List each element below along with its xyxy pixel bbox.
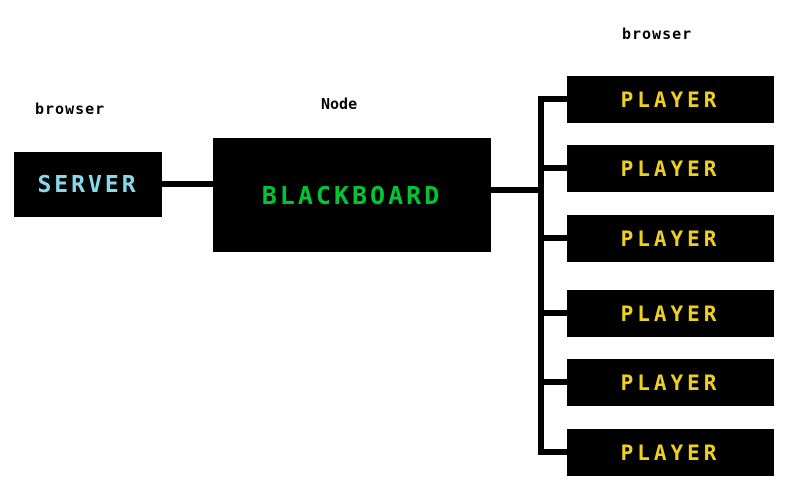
player-node-text-1: PLAYER — [620, 87, 721, 112]
connector-blackboard-trunk — [491, 187, 544, 193]
player-node-text-2: PLAYER — [620, 156, 721, 181]
server-browser-label: browser — [35, 100, 106, 118]
connector-stub-player-2 — [538, 165, 567, 171]
players-browser-label: browser — [622, 25, 693, 43]
player-node-text-3: PLAYER — [620, 226, 721, 251]
player-node-box-2: PLAYER — [567, 145, 774, 192]
connector-trunk-vertical — [538, 96, 544, 455]
server-node-text: SERVER — [37, 171, 139, 198]
player-node-box-1: PLAYER — [567, 76, 774, 123]
player-node-box-4: PLAYER — [567, 290, 774, 337]
player-node-box-6: PLAYER — [567, 429, 774, 476]
connector-stub-player-1 — [538, 96, 567, 102]
player-node-text-5: PLAYER — [620, 370, 721, 395]
blackboard-node-box: BLACKBOARD — [213, 138, 491, 252]
player-node-box-3: PLAYER — [567, 215, 774, 262]
player-node-box-5: PLAYER — [567, 359, 774, 406]
connector-server-blackboard — [162, 181, 213, 187]
connector-stub-player-4 — [538, 310, 567, 316]
blackboard-node-text: BLACKBOARD — [261, 180, 443, 210]
connector-stub-player-5 — [538, 379, 567, 385]
player-node-text-6: PLAYER — [620, 440, 721, 465]
node-label: Node — [321, 95, 358, 113]
connector-stub-player-6 — [538, 449, 567, 455]
player-node-text-4: PLAYER — [620, 301, 721, 326]
connector-stub-player-3 — [538, 235, 567, 241]
server-node-box: SERVER — [14, 152, 162, 217]
